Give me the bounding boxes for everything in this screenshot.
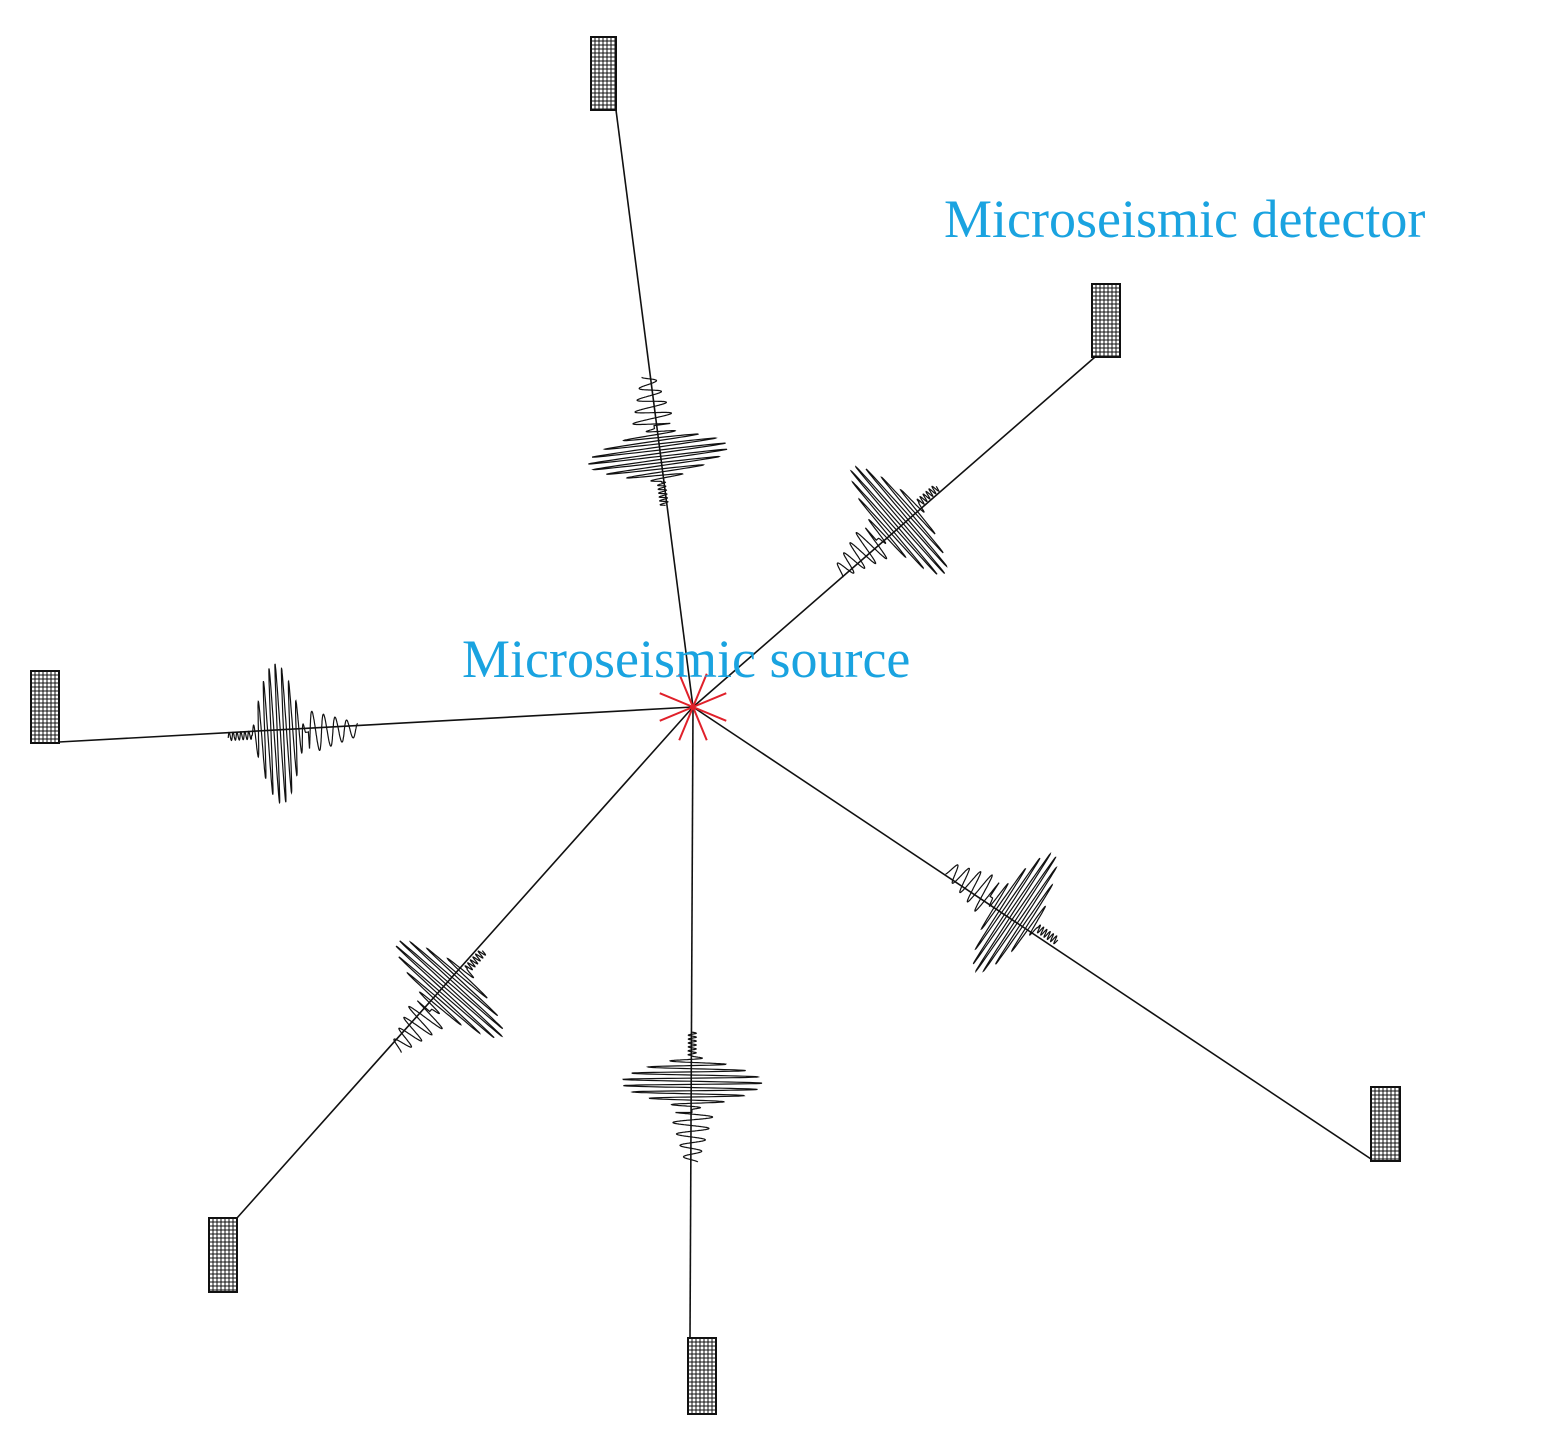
source-marker	[659, 673, 727, 741]
source-label: Microseismic source	[462, 629, 911, 689]
source-ray-3	[659, 706, 694, 722]
detector-icon	[30, 670, 60, 744]
ray-path-south	[689, 706, 694, 1339]
ray-path-west	[58, 706, 694, 743]
detector-grid	[1371, 1087, 1400, 1161]
detector-grid	[209, 1218, 237, 1292]
detector-icon	[1370, 1086, 1401, 1162]
waveform-west	[227, 663, 359, 804]
waveform-southeast	[945, 852, 1059, 974]
source-ray-2	[678, 706, 694, 741]
waveform-northeast	[836, 465, 948, 578]
detector-label: Microseismic detector	[944, 189, 1426, 249]
source-ray-4	[659, 692, 694, 708]
source-ray-1	[692, 706, 708, 741]
ray-paths	[58, 109, 1372, 1339]
detector-icon	[590, 36, 617, 111]
detector-frame	[687, 1337, 717, 1415]
detector-grid	[31, 671, 59, 743]
waveform-north	[588, 376, 728, 506]
detector-grid	[688, 1338, 716, 1414]
ray-path-north	[615, 109, 694, 708]
waveform-southwest	[393, 940, 504, 1053]
ray-path-southwest	[236, 706, 694, 1219]
detector-icon	[687, 1337, 717, 1415]
source-ray-5	[678, 673, 694, 708]
detector-icon	[1091, 283, 1121, 358]
detector-grid	[591, 37, 616, 110]
source-ray-0	[692, 706, 727, 722]
source-ray-6	[692, 673, 708, 708]
detectors	[30, 36, 1401, 1415]
waveform-south	[622, 1031, 763, 1163]
source-ray-7	[692, 692, 727, 708]
waveforms	[227, 376, 1059, 1163]
detector-grid	[1092, 284, 1120, 357]
detector-icon	[208, 1217, 238, 1293]
